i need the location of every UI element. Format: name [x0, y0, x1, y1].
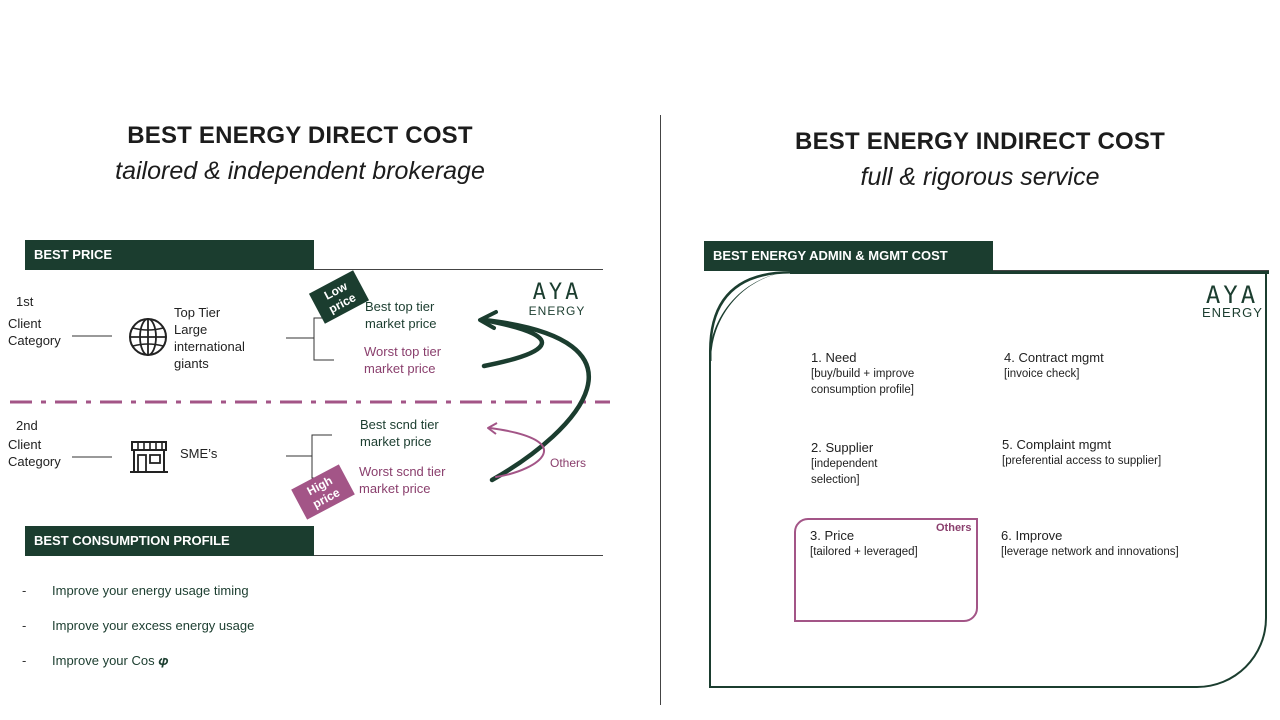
category1-rank: 1st [16, 294, 34, 309]
bullet-text: Improve your excess energy usage [52, 618, 255, 633]
worst-scnd-tier-price: Worst scnd tier market price [359, 463, 445, 497]
category1-desc-line: Top Tier [174, 305, 221, 320]
list-item: - Improve your excess energy usage [22, 618, 422, 653]
service-item-need: 1. Need [buy/build + improve consumption… [811, 349, 914, 398]
service-frame-corner [709, 271, 792, 361]
service-item-detail: selection] [811, 474, 860, 486]
globe-icon [129, 318, 167, 356]
service-item-title: 2. Supplier [811, 440, 874, 455]
best-top-tier-line: Best top tier [365, 299, 435, 314]
category1-label-line2: Category [8, 333, 61, 348]
service-item-improve: 6. Improve [leverage network and innovat… [1001, 527, 1179, 560]
aya-logo-left: AYA ENERGY [527, 280, 587, 319]
admin-rule [993, 270, 1269, 271]
service-item-title: 6. Improve [1001, 528, 1063, 543]
category1-desc-line: international [174, 339, 245, 354]
worst-scnd-tier-line: market price [359, 481, 431, 496]
category2-label-line2: Category [8, 454, 61, 469]
service-item-title: 5. Complaint mgmt [1002, 437, 1112, 452]
category1-desc-line: Large [174, 322, 208, 337]
category1-desc: Top Tier Large international giants [174, 304, 245, 372]
service-item-contract: 4. Contract mgmt [invoice check] [1004, 349, 1104, 382]
service-frame [709, 271, 1267, 688]
list-item: - Improve your Cos 𝝋 [22, 653, 422, 688]
list-item: - Improve your energy usage timing [22, 583, 422, 618]
aya-logo-right: AYA ENERGY [1202, 281, 1263, 320]
service-item-detail: [tailored + leveraged] [810, 546, 918, 558]
category2-label-line1: Client [8, 437, 42, 452]
best-price-rule [314, 269, 603, 270]
service-item-detail: [preferential access to supplier] [1002, 455, 1162, 467]
service-item-title: 4. Contract mgmt [1004, 350, 1104, 365]
worst-top-tier-line: market price [364, 361, 436, 376]
category1-label-line1: Client [8, 316, 42, 331]
consumption-bullets: - Improve your energy usage timing - Imp… [22, 583, 422, 688]
admin-bar: BEST ENERGY ADMIN & MGMT COST [704, 241, 993, 271]
service-item-detail: [buy/build + improve [811, 368, 915, 380]
service-item-detail: [independent [811, 458, 878, 470]
service-item-detail: [invoice check] [1004, 368, 1080, 380]
bullet-dash: - [22, 583, 27, 598]
price-highlight-box [794, 518, 978, 622]
bullet-text: Improve your energy usage timing [52, 583, 249, 598]
logo-sub-text: ENERGY [528, 304, 586, 318]
logo-sub-text: ENERGY [1202, 305, 1263, 320]
consumption-rule [314, 555, 603, 556]
best-top-tier-line: market price [365, 316, 437, 331]
category-separator [10, 400, 610, 404]
right-subtitle: full & rigorous service [860, 163, 1100, 191]
shop-icon [130, 441, 168, 473]
category2-rank: 2nd [16, 418, 38, 433]
service-frame-top [790, 271, 1269, 274]
worst-scnd-tier-line: Worst scnd tier [359, 464, 446, 479]
service-item-price: 3. Price [tailored + leveraged] [810, 527, 918, 560]
others-label-right: Others [936, 522, 972, 534]
best-top-tier-price: Best top tier market price [365, 298, 437, 332]
best-scnd-tier-price: Best scnd tier market price [360, 416, 439, 450]
category1-connectors [72, 317, 334, 479]
others-label-left: Others [550, 456, 587, 470]
best-scnd-tier-line: Best scnd tier [360, 417, 439, 432]
category2-desc: SME’s [180, 446, 218, 461]
consumption-bar: BEST CONSUMPTION PROFILE [25, 526, 314, 556]
worst-top-tier-line: Worst top tier [364, 344, 442, 359]
bullet-dash: - [22, 653, 27, 668]
logo-main-text: AYA [532, 280, 582, 305]
service-item-title: 3. Price [810, 528, 855, 543]
panel-divider [660, 115, 661, 705]
left-title: BEST ENERGY DIRECT COST [127, 122, 473, 149]
service-item-detail: consumption profile] [811, 384, 914, 396]
best-price-bar: BEST PRICE [25, 240, 314, 270]
service-item-title: 1. Need [811, 350, 857, 365]
service-item-complaint: 5. Complaint mgmt [preferential access t… [1002, 436, 1161, 469]
left-subtitle: tailored & independent brokerage [115, 157, 485, 185]
migration-arrows [478, 310, 591, 483]
bullet-dash: - [22, 618, 27, 633]
service-item-supplier: 2. Supplier [independent selection] [811, 439, 878, 488]
right-title: BEST ENERGY INDIRECT COST [795, 128, 1165, 155]
category1-desc-line: giants [174, 356, 209, 371]
logo-main-text: AYA [1205, 281, 1259, 309]
bullet-text: Improve your Cos 𝝋 [52, 653, 169, 668]
worst-top-tier-price: Worst top tier market price [364, 343, 441, 377]
best-scnd-tier-line: market price [360, 434, 432, 449]
service-item-detail: [leverage network and innovations] [1001, 546, 1179, 558]
